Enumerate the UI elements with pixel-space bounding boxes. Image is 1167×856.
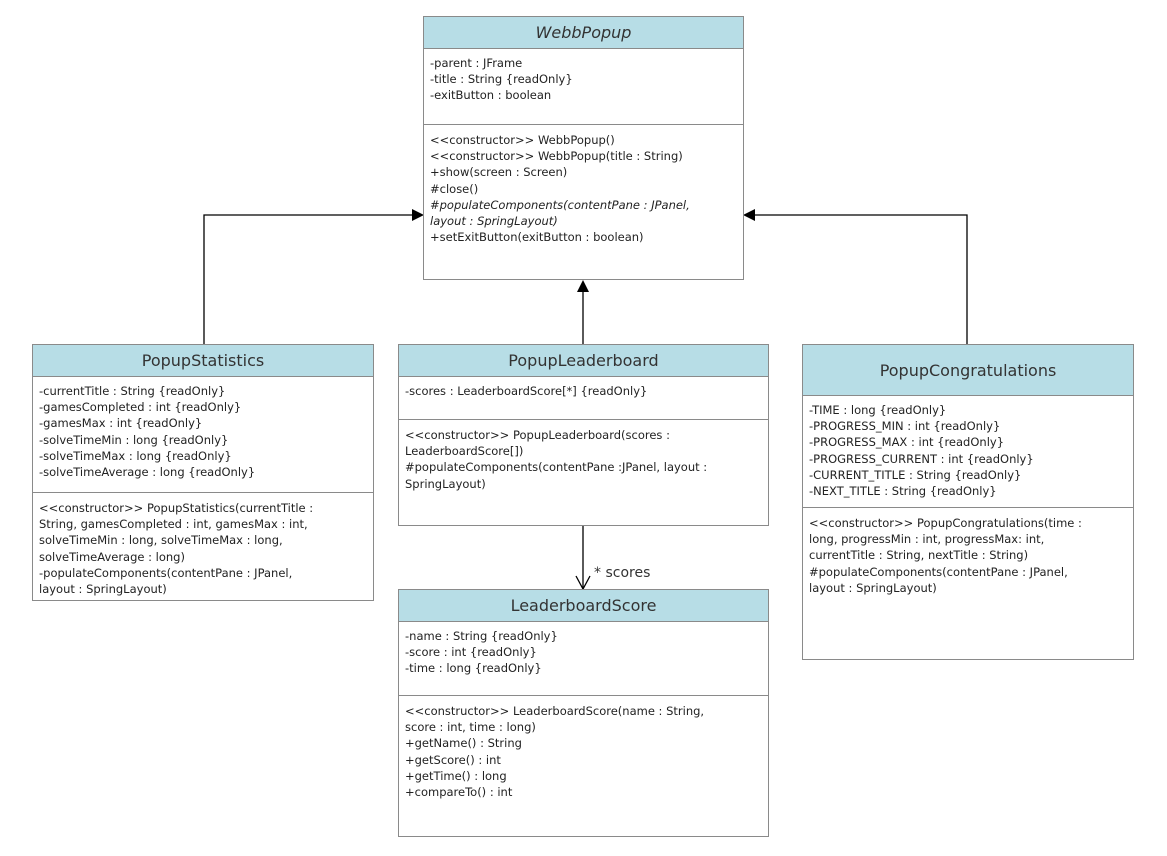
class-name-webb-popup: WebbPopup — [424, 17, 743, 49]
class-name-leaderboard-score: LeaderboardScore — [399, 590, 768, 622]
generalization-arrow-congratulations — [755, 214, 968, 344]
attribute: -title : String {readOnly} — [430, 72, 573, 87]
attributes-popup-leaderboard: -scores : LeaderboardScore[*] {readOnly} — [399, 377, 768, 420]
operation: +compareTo() : int — [405, 785, 513, 800]
attribute: -solveTimeAverage : long {readOnly} — [39, 465, 256, 480]
class-leaderboard-score[interactable]: LeaderboardScore -name : String {readOnl… — [398, 589, 769, 837]
attributes-leaderboard-score: -name : String {readOnly} -score : int {… — [399, 622, 768, 696]
operation: layout : SpringLayout) — [809, 580, 937, 595]
class-popup-congratulations[interactable]: PopupCongratulations -TIME : long {readO… — [802, 344, 1134, 660]
operations-webb-popup: <<constructor>> WebbPopup() <<constructo… — [424, 125, 743, 245]
operations-popup-statistics: <<constructor>> PopupStatistics(currentT… — [33, 493, 373, 597]
operation: solveTimeMin : long, solveTimeMax : long… — [39, 533, 283, 548]
association-label-scores: * scores — [594, 565, 651, 581]
attribute: -PROGRESS_CURRENT : int {readOnly} — [809, 451, 1034, 466]
operation: +getScore() : int — [405, 752, 501, 767]
attributes-webb-popup: -parent : JFrame -title : String {readOn… — [424, 49, 743, 125]
operation: layout : SpringLayout) — [39, 582, 167, 597]
operation: +getName() : String — [405, 736, 522, 751]
attribute: -time : long {readOnly} — [405, 661, 542, 676]
attribute: -PROGRESS_MAX : int {readOnly} — [809, 435, 1005, 450]
class-popup-statistics[interactable]: PopupStatistics -currentTitle : String {… — [32, 344, 374, 601]
class-name-popup-congratulations: PopupCongratulations — [803, 345, 1133, 396]
operation: <<constructor>> LeaderboardScore(name : … — [405, 704, 705, 718]
abstract-operation: #populateComponents(contentPane : JPanel… — [430, 197, 690, 212]
operation: solveTimeAverage : long) — [39, 549, 185, 564]
attribute: -scores : LeaderboardScore[*] {readOnly} — [405, 384, 648, 398]
operation: +show(screen : Screen) — [430, 165, 568, 180]
arrowhead-congratulations — [743, 209, 755, 221]
attributes-popup-congratulations: -TIME : long {readOnly} -PROGRESS_MIN : … — [803, 396, 1133, 508]
operation: LeaderboardScore[]) — [405, 444, 524, 459]
operation: long, progressMin : int, progressMax: in… — [809, 532, 1045, 547]
attribute: -score : int {readOnly} — [405, 645, 537, 660]
operation: #populateComponents(contentPane : JPanel… — [809, 564, 1068, 579]
operation: <<constructor>> WebbPopup() — [430, 133, 615, 147]
attribute: -CURRENT_TITLE : String {readOnly} — [809, 467, 1022, 482]
operation: currentTitle : String, nextTitle : Strin… — [809, 548, 1029, 563]
class-name-popup-leaderboard: PopupLeaderboard — [399, 345, 768, 377]
attribute: -name : String {readOnly} — [405, 629, 558, 643]
operations-popup-leaderboard: <<constructor>> PopupLeaderboard(scores … — [399, 420, 768, 492]
operation: +setExitButton(exitButton : boolean) — [430, 230, 644, 245]
operation: score : int, time : long) — [405, 720, 536, 735]
attribute: -NEXT_TITLE : String {readOnly} — [809, 484, 997, 499]
attribute: -gamesMax : int {readOnly} — [39, 416, 203, 431]
operation: #close() — [430, 181, 479, 196]
class-name-popup-statistics: PopupStatistics — [33, 345, 373, 377]
attribute: -parent : JFrame — [430, 56, 523, 70]
abstract-operation: layout : SpringLayout) — [430, 214, 558, 229]
operations-leaderboard-score: <<constructor>> LeaderboardScore(name : … — [399, 696, 768, 800]
arrowhead-statistics — [412, 209, 424, 221]
operation: <<constructor>> PopupLeaderboard(scores … — [405, 428, 670, 442]
operations-popup-congratulations: <<constructor>> PopupCongratulations(tim… — [803, 508, 1133, 596]
operation: SpringLayout) — [405, 476, 486, 491]
attribute: -PROGRESS_MIN : int {readOnly} — [809, 419, 1001, 434]
arrowhead-leaderboard — [577, 280, 589, 292]
generalization-arrow-statistics — [203, 214, 412, 344]
operation: #populateComponents(contentPane :JPanel,… — [405, 460, 708, 475]
attributes-popup-statistics: -currentTitle : String {readOnly} -games… — [33, 377, 373, 493]
operation: <<constructor>> PopupStatistics(currentT… — [39, 501, 314, 515]
attribute: -solveTimeMin : long {readOnly} — [39, 432, 229, 447]
attribute: -TIME : long {readOnly} — [809, 403, 947, 417]
attribute: -gamesCompleted : int {readOnly} — [39, 400, 242, 415]
attribute: -exitButton : boolean — [430, 88, 552, 103]
class-webb-popup[interactable]: WebbPopup -parent : JFrame -title : Stri… — [423, 16, 744, 280]
operation: String, gamesCompleted : int, gamesMax :… — [39, 517, 308, 532]
operation: +getTime() : long — [405, 768, 507, 783]
operation: -populateComponents(contentPane : JPanel… — [39, 565, 293, 580]
attribute: -solveTimeMax : long {readOnly} — [39, 448, 232, 463]
operation: <<constructor>> WebbPopup(title : String… — [430, 149, 683, 164]
operation: <<constructor>> PopupCongratulations(tim… — [809, 516, 1082, 530]
class-popup-leaderboard[interactable]: PopupLeaderboard -scores : LeaderboardSc… — [398, 344, 769, 526]
attribute: -currentTitle : String {readOnly} — [39, 384, 226, 398]
